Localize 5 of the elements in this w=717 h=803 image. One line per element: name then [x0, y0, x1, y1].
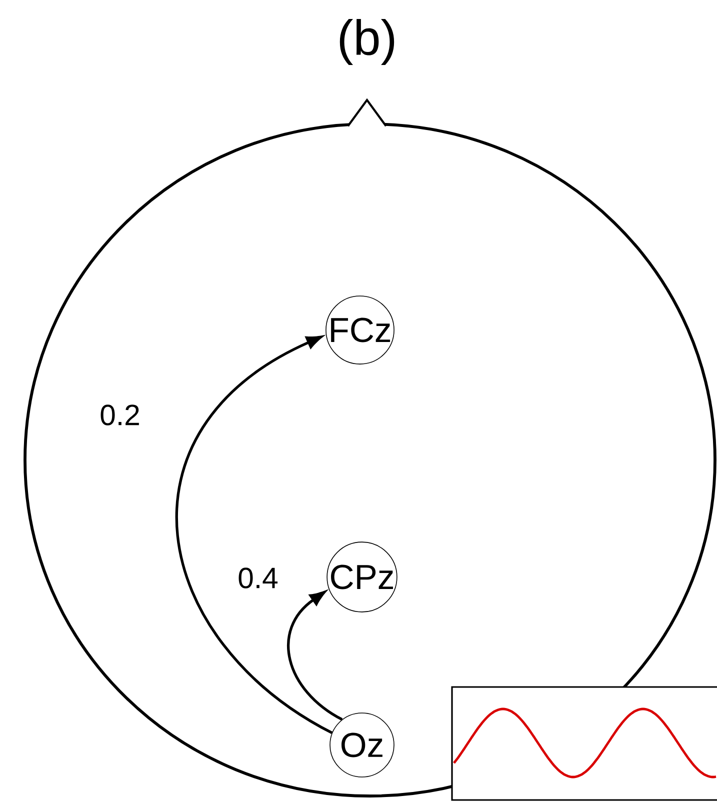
title: (b)	[340, 19, 394, 65]
edge-label: 0.4	[238, 568, 278, 588]
arrow	[176, 336, 333, 734]
edge-label: 0.2	[100, 404, 139, 426]
arrow	[287, 590, 343, 721]
